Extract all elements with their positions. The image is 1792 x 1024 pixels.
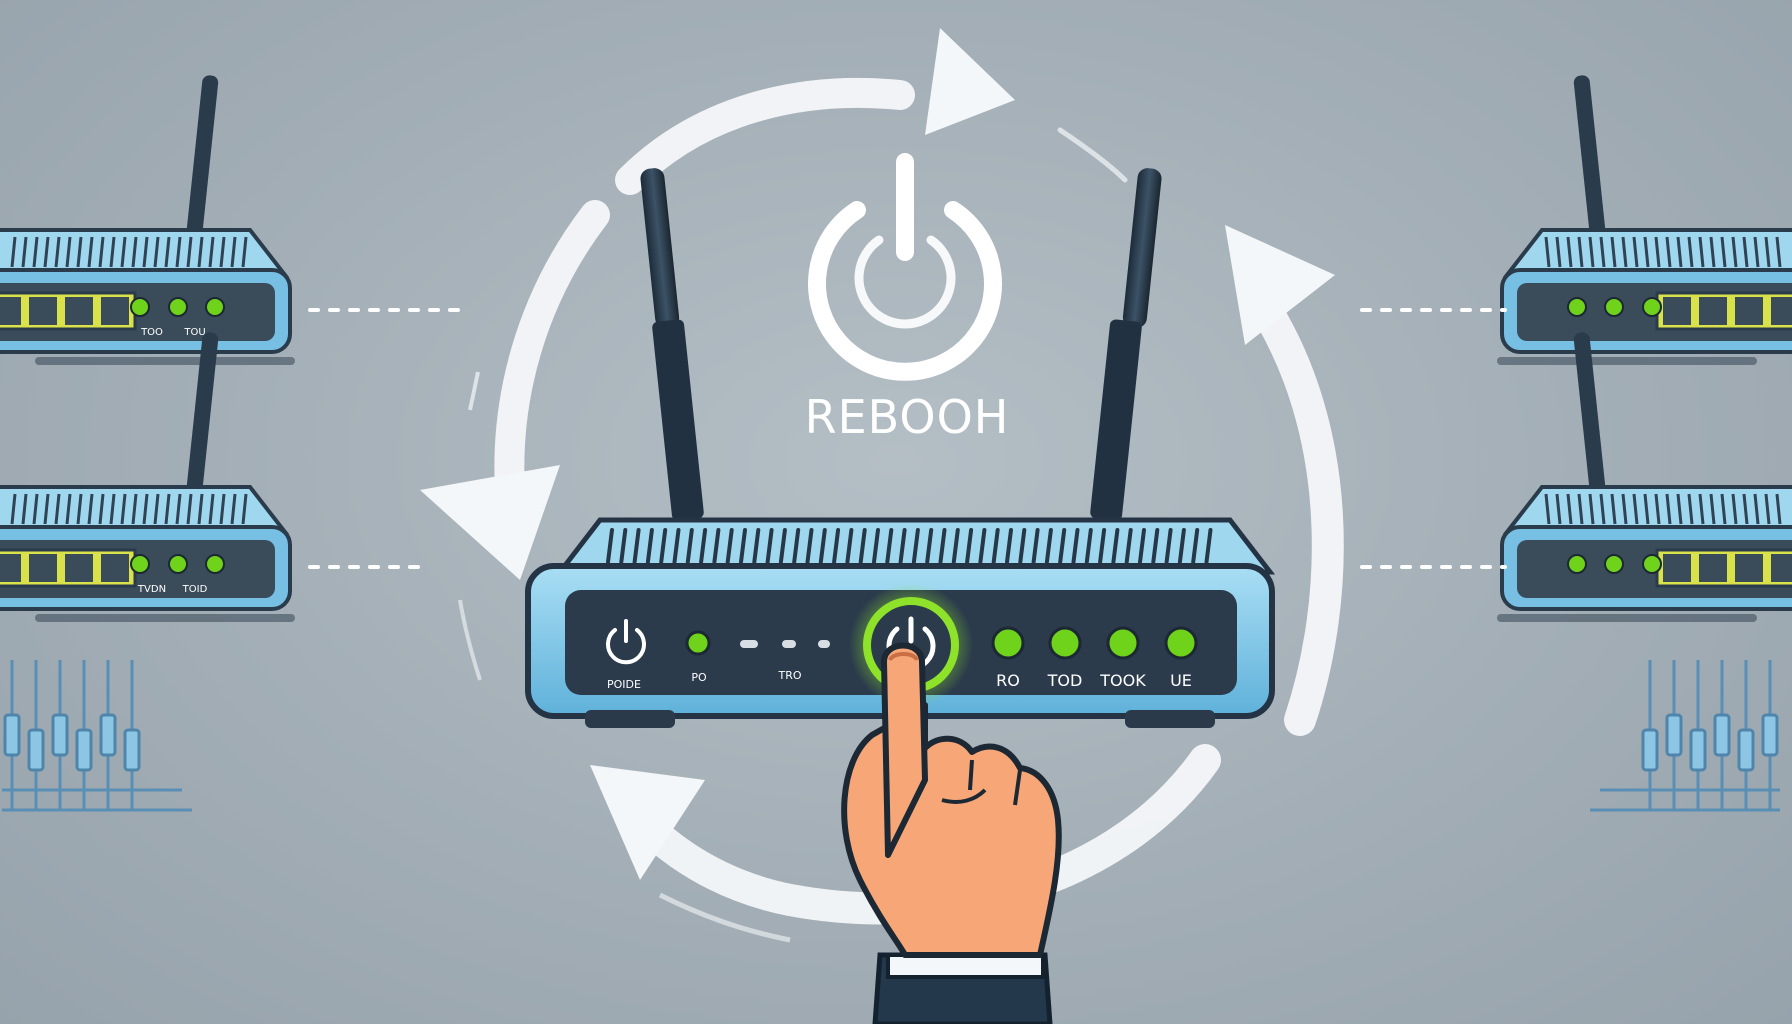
router-status-led bbox=[1604, 297, 1624, 317]
router-icon: TOO TOU bbox=[0, 75, 295, 365]
router-led bbox=[685, 630, 711, 656]
reboot-cycle-arrows bbox=[420, 28, 1344, 943]
router-status-led bbox=[168, 554, 188, 574]
circuit-wires bbox=[2, 660, 192, 812]
cycle-arrow-head-top bbox=[925, 28, 1015, 135]
router-status-led bbox=[1567, 297, 1587, 317]
main-router: POIDE PO TRO RO TOD TOOK UE bbox=[525, 168, 1276, 728]
router-status-led bbox=[1642, 554, 1662, 574]
router-antenna-left bbox=[640, 168, 704, 521]
cycle-arrow-head-left bbox=[420, 465, 560, 580]
router-status-led bbox=[205, 554, 225, 574]
router-icon bbox=[1497, 75, 1792, 365]
router-status-led bbox=[1604, 554, 1624, 574]
router-led2-label: TRO bbox=[777, 669, 801, 682]
router-status-led bbox=[991, 626, 1025, 660]
router-power-label: POIDE bbox=[607, 678, 641, 691]
router-vents bbox=[606, 528, 1213, 564]
cycle-arrow-icon bbox=[494, 200, 610, 505]
router-status-led bbox=[1106, 626, 1140, 660]
router-status-label: TOOK bbox=[1099, 671, 1146, 690]
cycle-arrow-head-right bbox=[1225, 225, 1335, 345]
power-icon bbox=[808, 153, 1002, 381]
cycle-arrow-icon bbox=[615, 77, 915, 195]
router-status-label: RO bbox=[996, 671, 1020, 690]
connection-lines bbox=[308, 308, 1507, 569]
router-status-led bbox=[1567, 554, 1587, 574]
router-status-led bbox=[205, 297, 225, 317]
router-indicators bbox=[740, 640, 830, 648]
router-status-label: TOD bbox=[1047, 671, 1083, 690]
router-antenna-right bbox=[1090, 168, 1162, 521]
cycle-arrow-icon bbox=[1244, 284, 1344, 736]
side-router-label: TOO bbox=[140, 327, 163, 338]
reboot-title: REBOOH bbox=[805, 390, 1010, 444]
side-router-label: TVDN bbox=[137, 584, 166, 595]
side-router-label: TOU bbox=[183, 327, 205, 338]
router-status-led bbox=[1642, 297, 1662, 317]
router-led1-label: PO bbox=[691, 671, 707, 684]
router-status-led bbox=[168, 297, 188, 317]
router-icon: TVDN TOID bbox=[0, 332, 295, 622]
hand-pointer-icon bbox=[841, 642, 1062, 1024]
router-status-led bbox=[130, 554, 150, 574]
circuit-wires bbox=[1590, 660, 1780, 812]
router-status-leds: RO TOD TOOK UE bbox=[991, 626, 1198, 690]
router-status-led bbox=[1164, 626, 1198, 660]
side-routers: TOO TOU TVDN TOID bbox=[0, 75, 1792, 812]
router-status-led bbox=[1048, 626, 1082, 660]
router-power-icon bbox=[606, 619, 646, 665]
cycle-arrow-icon bbox=[624, 744, 1221, 925]
cycle-arrow-head-bottom bbox=[590, 765, 705, 880]
router-status-led bbox=[130, 297, 150, 317]
router-status-label: UE bbox=[1170, 671, 1192, 690]
router-icon bbox=[1497, 332, 1792, 622]
side-router-label: TOID bbox=[182, 584, 208, 595]
